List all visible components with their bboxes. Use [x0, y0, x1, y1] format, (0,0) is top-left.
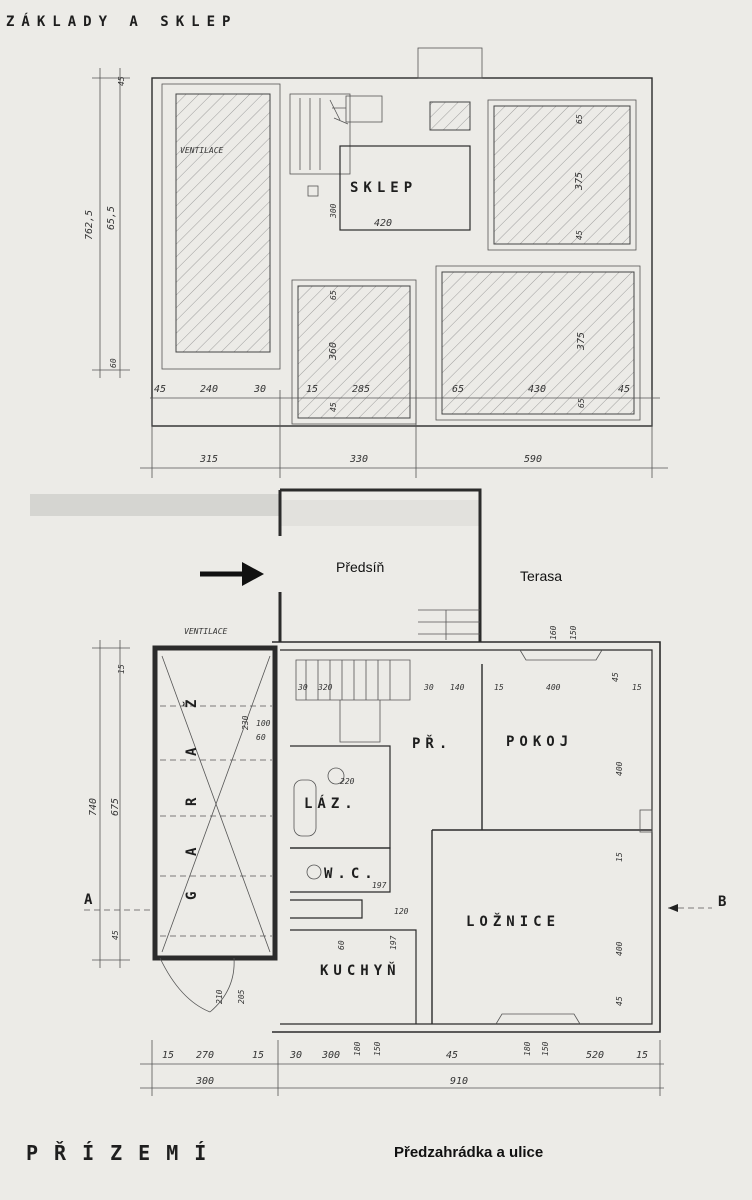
dim-320: 320 [317, 683, 333, 692]
dim-45-l: 45 [111, 930, 120, 940]
dim-140: 140 [450, 683, 465, 692]
dim-65-right: 65 [575, 114, 584, 124]
garage-letter-3: R [184, 793, 200, 806]
dim-65-right2: 65 [577, 398, 586, 408]
dim-45-top: 45 [117, 76, 126, 86]
dim-205: 205 [237, 989, 246, 1004]
ground-floor-plan: Předsíň Terasa VENTILACE G A R A Ž [30, 488, 731, 1096]
dim-100: 100 [256, 719, 271, 728]
dim-45-b1: 45 [154, 384, 166, 395]
loznice-label: LOŽNICE [466, 913, 560, 930]
ground-stairs [295, 659, 411, 743]
garage-letter-4: A [184, 743, 200, 756]
ground-floor-title: PŘÍZEMÍ [26, 1141, 222, 1165]
kuchyn-label: KUCHYŇ [320, 962, 401, 979]
dim-430: 430 [528, 384, 546, 395]
dim-65-b: 65 [452, 384, 464, 395]
dim-520: 520 [586, 1050, 604, 1061]
dim-120: 120 [394, 907, 409, 916]
dim-15-b2: 15 [252, 1050, 264, 1061]
laz-label: LÁZ. [304, 795, 358, 812]
dim-45-lz: 45 [615, 996, 624, 1006]
dim-7625: 762,5 [84, 210, 95, 240]
dim-180-b2: 180 [523, 1041, 532, 1056]
dim-590: 590 [524, 454, 542, 465]
wc-label: W.C. [324, 866, 378, 882]
dim-655: 65,5 [106, 206, 117, 230]
dim-45-right: 45 [575, 230, 584, 240]
dim-315: 315 [199, 454, 218, 465]
sklep-label: SKLEP [350, 180, 417, 196]
dim-400-l: 400 [615, 941, 624, 956]
pokoj-label: POKOJ [506, 734, 573, 750]
dim-160: 160 [549, 625, 558, 640]
garage-letter-2: A [184, 843, 200, 856]
garage-room [152, 645, 278, 961]
dim-300-b: 300 [321, 1050, 340, 1061]
dim-60: 60 [256, 733, 266, 742]
garage-letter-5: Ž [183, 695, 200, 708]
dim-375-right: 375 [574, 172, 585, 191]
dim-30-s2: 30 [423, 683, 434, 692]
basement-stairs [289, 93, 383, 175]
dim-30-b: 30 [289, 1050, 302, 1061]
dim-15-b: 15 [162, 1050, 174, 1061]
dim-300-t: 300 [195, 1076, 214, 1087]
dim-197: 197 [372, 881, 387, 890]
dim-400: 400 [546, 683, 561, 692]
dim-150-t: 150 [569, 625, 578, 640]
section-a-label: A [84, 892, 97, 908]
dim-420: 420 [374, 218, 392, 229]
dim-15-b3: 15 [636, 1050, 648, 1061]
dim-285: 285 [352, 384, 370, 395]
dim-45-s: 45 [611, 672, 620, 682]
dim-300: 300 [329, 203, 338, 219]
dim-180-b: 180 [353, 1041, 362, 1056]
dim-30-s: 30 [297, 683, 308, 692]
dim-45-b: 45 [446, 1050, 458, 1061]
dim-45-mid: 45 [329, 402, 338, 412]
basement-title: ZÁKLADY A SKLEP [6, 13, 237, 30]
dim-740: 740 [88, 798, 99, 816]
dim-240: 240 [200, 384, 218, 395]
dim-230: 230 [241, 715, 250, 730]
dim-15-p: 15 [615, 852, 624, 862]
dim-45-b2: 45 [618, 384, 630, 395]
section-b-label: B [718, 894, 731, 910]
ground-ventilace-label: VENTILACE [184, 627, 228, 636]
dim-270: 270 [196, 1050, 214, 1061]
dim-360-mid: 360 [328, 342, 339, 361]
dim-197-k: 197 [389, 935, 398, 950]
dim-150-b: 150 [373, 1041, 382, 1056]
dim-330: 330 [349, 454, 368, 465]
dim-15-l: 15 [117, 664, 126, 674]
dim-150-b3: 150 [541, 1041, 550, 1056]
dim-910: 910 [450, 1076, 468, 1087]
basement-ventilace-label: VENTILACE [180, 146, 224, 155]
dim-60: 60 [109, 358, 118, 368]
dim-375-right2: 375 [576, 332, 587, 351]
dim-60-k: 60 [337, 940, 346, 950]
dim-15-b: 15 [306, 384, 318, 395]
basement-plan: VENTILACE SKLEP 420 300 65 375 45 65 360… [84, 47, 668, 478]
dim-65-mid: 65 [329, 290, 338, 300]
terasa-label: Terasa [520, 568, 562, 584]
pr-label: PŘ. [412, 734, 452, 752]
dim-220: 220 [340, 777, 355, 786]
dim-15-s2: 15 [632, 683, 642, 692]
dim-675: 675 [110, 798, 121, 816]
dim-30-b: 30 [253, 384, 266, 395]
dim-210: 210 [215, 989, 224, 1004]
street-label: Předzahrádka a ulice [394, 1144, 543, 1161]
predsin-label: Předsíň [336, 559, 384, 575]
garage-letter-1: G [184, 887, 200, 900]
dim-400-p: 400 [615, 761, 624, 776]
dim-15-s: 15 [494, 683, 504, 692]
entrance-arrow-icon [200, 562, 264, 586]
